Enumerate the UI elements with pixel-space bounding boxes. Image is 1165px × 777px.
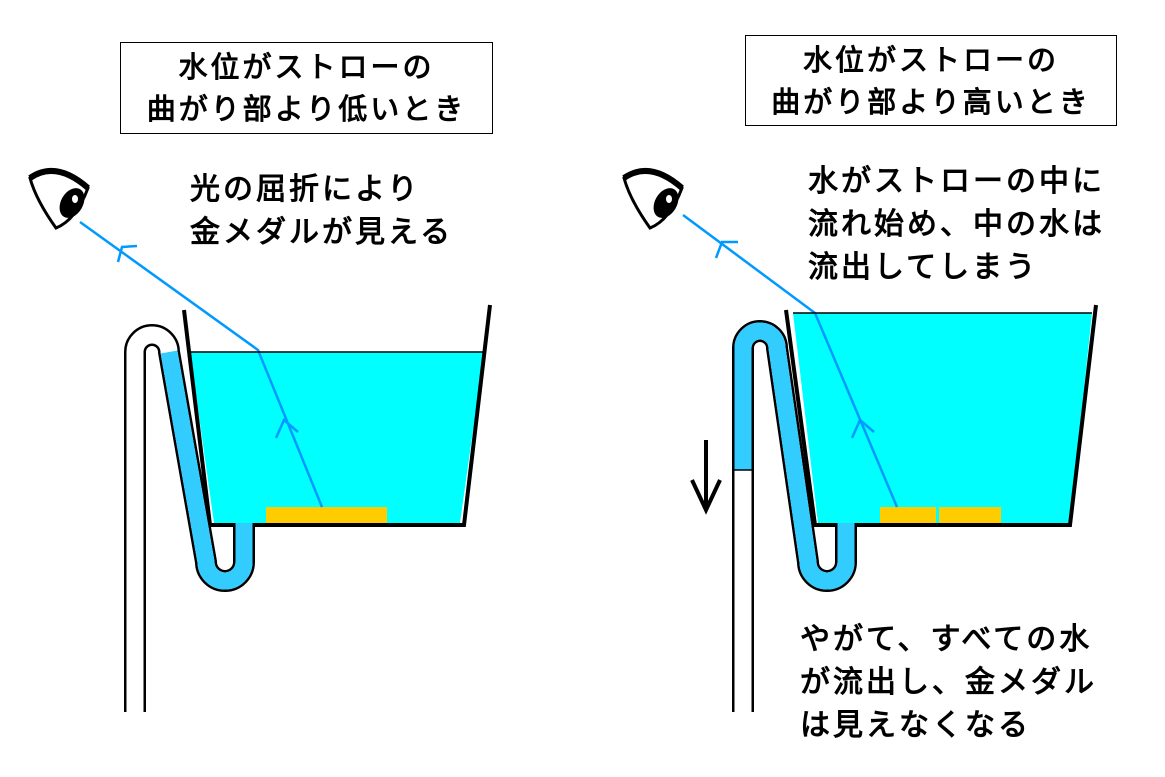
eye-icon (622, 168, 684, 230)
straw-water (734, 322, 855, 590)
ray-arrow-upper (116, 244, 138, 263)
caption-line: が流出し、金メダル (800, 665, 1097, 700)
container-water (190, 352, 484, 523)
straw-water (160, 350, 253, 590)
eye-icon (28, 168, 90, 230)
right-illustration (622, 168, 1098, 712)
title-line: 曲がり部より低いとき (146, 92, 467, 126)
title-line: 水位がストローの (178, 50, 435, 84)
ray-arrow-lower (850, 417, 875, 439)
left-caption: 光の屈折により 金メダルが見える (190, 168, 453, 254)
down-arrow-icon (690, 440, 722, 515)
left-title-box: 水位がストローの 曲がり部より低いとき (120, 42, 493, 134)
caption-line: 流れ始め、中の水は (808, 207, 1105, 242)
container-outline (784, 304, 1098, 527)
caption-line: やがて、すべての水 (800, 622, 1093, 657)
left-illustration (28, 168, 492, 712)
gold-medal (266, 507, 387, 523)
light-ray (79, 220, 324, 508)
ray-arrow-lower (274, 417, 299, 439)
caption-line: 水がストローの中に (808, 164, 1105, 199)
gold-medal (880, 507, 936, 523)
ray-arrow-upper (714, 240, 738, 259)
caption-line: 金メダルが見える (190, 215, 454, 250)
title-line: 曲がり部より高いとき (771, 84, 1091, 119)
title-line: 水位がストローの (802, 42, 1059, 77)
caption-line: 流出してしまう (808, 250, 1039, 285)
right-caption-bottom: やがて、すべての水 が流出し、金メダル は見えなくなる (800, 618, 1097, 747)
right-title-box: 水位がストローの 曲がり部より高いとき (745, 35, 1117, 126)
gold-medal (939, 507, 1001, 523)
caption-line: 光の屈折により (190, 172, 421, 207)
caption-line: は見えなくなる (800, 708, 1031, 743)
container-outline (182, 304, 492, 527)
right-caption-top: 水がストローの中に 流れ始め、中の水は 流出してしまう (808, 160, 1105, 289)
container-water (793, 313, 1092, 523)
